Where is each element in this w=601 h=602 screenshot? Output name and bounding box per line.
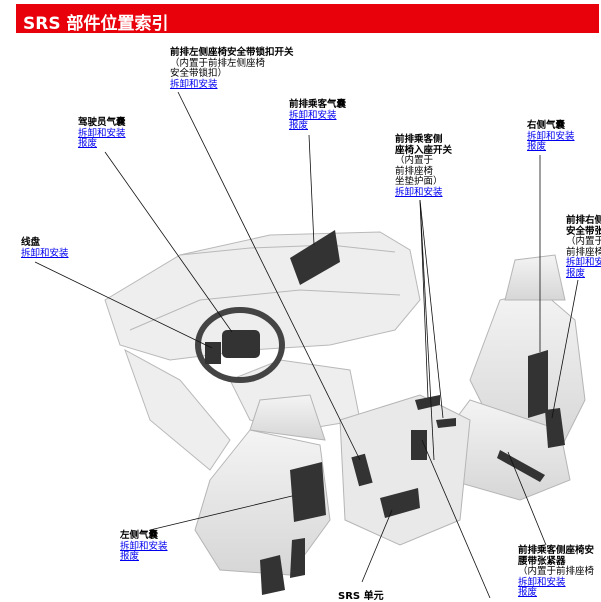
callout-note: （内置于 [395,155,434,166]
install-link[interactable]: 拆卸和安装 [21,247,69,259]
scrap-link[interactable]: 报废 [289,120,309,131]
callout-name: 座椅入座开关 [395,144,453,156]
install-link[interactable]: 拆卸和安装 [120,540,168,552]
scrap-link[interactable]: 报废 [527,141,547,152]
scrap-link[interactable]: 报废 [518,587,538,598]
steering-wheel [195,307,285,383]
callout-name: 驾驶员气囊 [78,117,126,128]
callout-name: 线盘 [21,237,41,248]
callout-note: 前排座椅 [395,165,434,177]
install-link[interactable]: 拆卸和安装 [289,109,337,121]
install-link[interactable]: 拆卸和安装 [395,186,443,198]
install-link[interactable]: 拆卸和安装 [518,576,566,588]
callout-occupant-switch: 前排乘客侧 座椅入座开关 （内置于 前排座椅 坐垫护面） 拆卸和安装 [395,134,453,198]
page-title: SRS 部件位置索引 [23,14,169,34]
callout-note: 前排座椅 [566,246,601,258]
callout-name: 前排乘客气囊 [289,99,347,110]
callout-name: 右侧气囊 [527,120,566,131]
callout-right-side-airbag: 右侧气囊 拆卸和安装 报废 [527,120,575,153]
callout-note: （内置于 [566,236,601,247]
page-header: SRS 部件位置索引 [16,4,599,34]
callout-name: 前排左侧座椅安全带锁扣开关 [170,47,294,58]
callout-name: 前排乘客侧 [395,134,443,145]
callout-passenger-lap: 前排乘客侧座椅安 腰带张紧器 （内置于前排座椅 拆卸和安装 报废 [518,545,595,599]
callout-front-left-buckle: 前排左侧座椅安全带锁扣开关 （内置于前排左侧座椅 安全带锁扣） 拆卸和安装 [170,47,294,90]
callout-name: 腰带张紧器 [518,555,566,567]
callout-note: （内置于前排左侧座椅 [170,57,266,69]
callout-name: 安全带张 [566,225,601,237]
install-link[interactable]: 拆卸和安装 [566,257,601,268]
center-console [339,394,471,546]
callout-steering-wheel: 线盘 拆卸和安装 [21,237,69,259]
scrap-link[interactable]: 报废 [78,138,98,149]
callout-passenger-airbag: 前排乘客气囊 拆卸和安装 报废 [289,99,347,132]
install-link[interactable]: 拆卸和安装 [170,78,218,90]
driver-seat [194,394,331,576]
callout-note: 坐垫护面） [395,176,443,187]
srs-component-diagram [34,91,586,598]
callout-name: 前排右侧 [566,215,601,226]
callout-driver-airbag: 驾驶员气囊 拆卸和安装 报废 [78,117,126,150]
callout-name: 前排乘客侧座椅安 [518,545,595,556]
callout-note: 安全带锁扣） [170,68,228,79]
callout-name: 左侧气囊 [120,530,159,541]
scrap-link[interactable]: 报废 [566,267,586,279]
install-link[interactable]: 拆卸和安装 [78,127,126,139]
dark-components [205,230,565,595]
leader-lines [34,91,579,598]
callout-note: （内置于前排座椅 [518,566,595,577]
callout-left-side-airbag: 左侧气囊 拆卸和安装 报废 [120,530,168,563]
install-link[interactable]: 拆卸和安装 [527,130,575,142]
callout-right-seatbelt: 前排右侧 安全带张 （内置于 前排座椅 拆卸和安装 报废 [566,215,601,279]
scrap-link[interactable]: 报废 [120,551,140,562]
srs-unit-label: SRS 单元 [338,591,384,602]
